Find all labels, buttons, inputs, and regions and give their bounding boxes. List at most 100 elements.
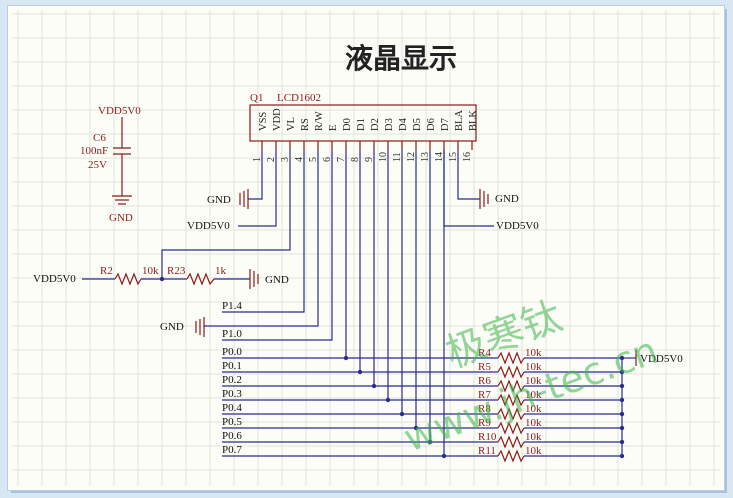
cap-ref: C6 (93, 132, 106, 144)
lcd-pin-number: 12 (406, 152, 417, 162)
pullup-resistor (497, 407, 525, 421)
backlight-net: VDD5V0 GND (443, 150, 539, 232)
lcd-pin-number: 15 (448, 152, 459, 162)
data-junction (385, 397, 391, 403)
rs-wire (222, 150, 305, 313)
resistor-ref: R9 (478, 417, 491, 429)
lcd-pin-number: 13 (420, 152, 431, 162)
data-net-label: P0.5 (222, 416, 242, 428)
lcd-pins: VSS1VDD2VL3RS4R/W5E6D07D18D29D310D411D51… (252, 108, 479, 162)
pullup-resistor (497, 421, 525, 435)
lcd-pin-name: D3 (384, 118, 395, 131)
resistor-value: 10k (525, 417, 542, 429)
pullup-resistor (497, 393, 525, 407)
data-wire (222, 150, 375, 387)
data-junction (441, 453, 447, 459)
contrast-network: VDD5V0 R2 10k R23 1k GND (33, 150, 291, 289)
resistor-value: 10k (525, 431, 542, 443)
contrast-gnd-label: GND (265, 274, 289, 286)
lcd-pin-name: VDD (272, 108, 283, 131)
resistor-ref: R7 (478, 389, 491, 401)
e-net-label: P1.0 (222, 328, 242, 340)
r2-zigzag (114, 272, 142, 286)
lcd-part: LCD1602 (277, 92, 321, 104)
cap-value: 100nF (80, 145, 108, 157)
resistor-ref: R6 (478, 375, 491, 387)
resistor-ref: R11 (478, 445, 496, 457)
pullup-resistor (497, 379, 525, 393)
data-junction (413, 425, 419, 431)
data-net-label: P0.4 (222, 402, 242, 414)
schematic-title: 液晶显示 (345, 42, 457, 75)
lcd-pin-number: 2 (266, 157, 277, 162)
lcd-body (249, 104, 477, 142)
lcd-pin-number: 11 (392, 152, 403, 162)
resistor-ref: R8 (478, 403, 491, 415)
r23-value: 1k (215, 265, 227, 277)
r2-value: 10k (142, 265, 159, 277)
cap-gnd-label: GND (109, 212, 133, 224)
capacitor-c6: VDD5V0 C6 100nF 25V GND (80, 105, 141, 224)
data-net-label: P0.1 (222, 360, 242, 372)
r23-zigzag (186, 272, 215, 286)
resistor-value: 10k (525, 445, 542, 457)
vdd-wire (238, 150, 277, 227)
lcd-ref: Q1 (250, 92, 263, 104)
lcd-pin-name: BLK (468, 110, 479, 131)
lcd-power-net: GND VDD5V0 (187, 150, 277, 232)
resistor-value: 10k (525, 375, 542, 387)
contrast-vdd-label: VDD5V0 (33, 273, 76, 285)
resistor-ref: R4 (478, 347, 491, 359)
lcd-pin-name: D1 (356, 118, 367, 131)
data-junction (343, 355, 349, 361)
data-wire (222, 150, 361, 373)
resistor-value: 10k (525, 389, 542, 401)
pullup-vdd-label: VDD5V0 (640, 353, 683, 365)
lcd-pin-number: 14 (434, 152, 445, 162)
control-lines: P1.4 GND P1.0 (160, 150, 333, 341)
resistor-ref: R5 (478, 361, 491, 373)
lcd-pin-number: 3 (280, 157, 291, 162)
rw-wire (204, 150, 319, 327)
lcd-pin-name: D6 (426, 118, 437, 131)
data-wire (222, 150, 445, 457)
vss-gnd-label: GND (207, 194, 231, 206)
bla-vdd-label: VDD5V0 (496, 220, 539, 232)
rs-net-label: P1.4 (222, 300, 242, 312)
lcd-pin-name: D5 (412, 118, 423, 131)
lcd-pin-name: R/W (314, 111, 325, 131)
data-wire (222, 150, 389, 401)
lcd-pin-number: 16 (462, 152, 473, 162)
lcd-pin-name: D2 (370, 118, 381, 131)
lcd-pin-number: 1 (252, 157, 263, 162)
resistor-ref: R10 (478, 431, 497, 443)
data-junction (371, 383, 377, 389)
vss-wire (248, 150, 263, 200)
data-junction (399, 411, 405, 417)
data-junction (357, 369, 363, 375)
data-junction (427, 439, 433, 445)
lcd-pin-name: VL (286, 117, 297, 131)
lcd-pin-name: D0 (342, 118, 353, 131)
vdd-net-label: VDD5V0 (187, 220, 230, 232)
lcd-pin-number: 4 (294, 157, 305, 162)
pullup-resistor (497, 435, 525, 449)
lcd-pin-number: 6 (322, 157, 333, 162)
blk-wire (457, 150, 480, 200)
sheet-grid (12, 10, 720, 486)
resistor-value: 10k (525, 347, 542, 359)
data-net-label: P0.6 (222, 430, 242, 442)
lcd-pin-number: 7 (336, 157, 347, 162)
pullup-resistor (497, 351, 525, 365)
cap-voltage: 25V (88, 159, 107, 171)
resistor-value: 10k (525, 403, 542, 415)
lcd-pin-number: 9 (364, 157, 375, 162)
lcd-pin-name: RS (300, 118, 311, 131)
resistor-value: 10k (525, 361, 542, 373)
r2-ref: R2 (100, 265, 113, 277)
schematic-sheet (8, 6, 724, 490)
lcd-pin-number: 5 (308, 157, 319, 162)
rw-gnd-label: GND (160, 321, 184, 333)
